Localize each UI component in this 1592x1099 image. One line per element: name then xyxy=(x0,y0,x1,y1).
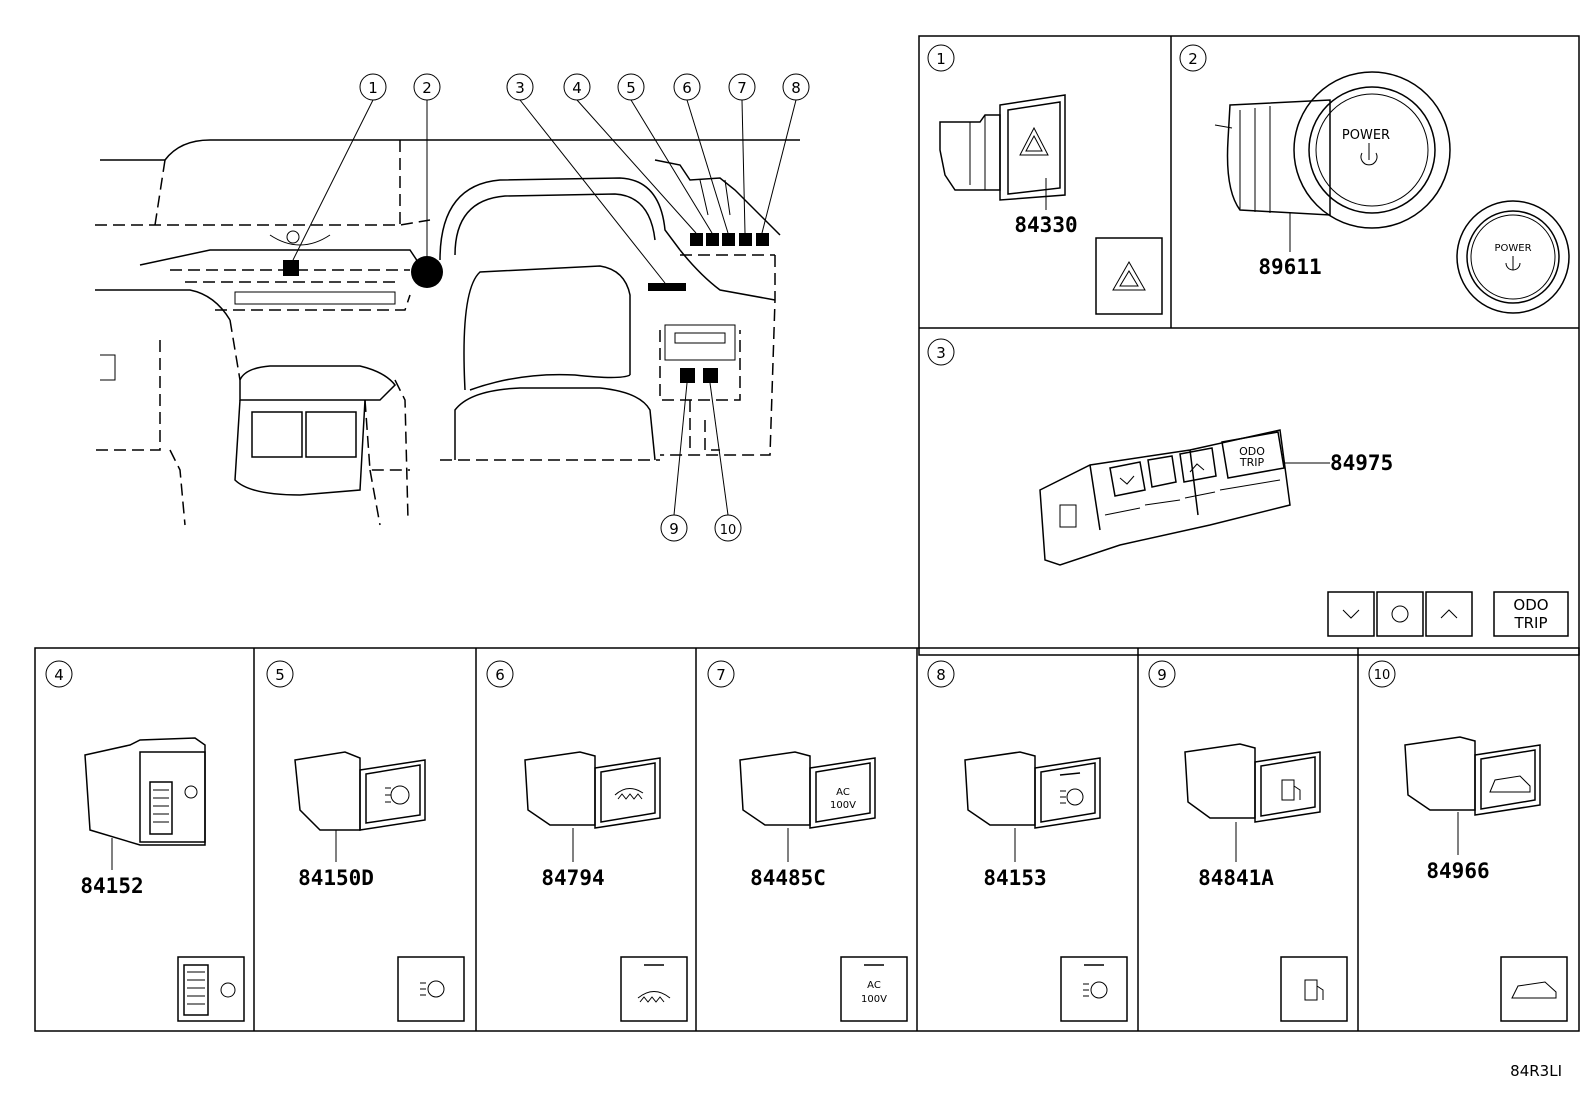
svg-text:84975: 84975 xyxy=(1330,451,1393,475)
svg-text:3: 3 xyxy=(515,79,525,97)
svg-text:ODO: ODO xyxy=(1239,445,1265,458)
overview-callout-5: 5 xyxy=(617,73,645,101)
panel-frames xyxy=(34,35,1580,1032)
svg-text:89611: 89611 xyxy=(1258,255,1321,279)
overview-callout-2: 2 xyxy=(413,73,441,101)
svg-text:4: 4 xyxy=(54,666,64,684)
svg-text:ODO: ODO xyxy=(1513,596,1548,614)
diagram-code: 84R3LI xyxy=(1510,1062,1562,1080)
overview-callout-9: 9 xyxy=(660,514,688,542)
svg-text:TRIP: TRIP xyxy=(1239,456,1265,469)
svg-text:6: 6 xyxy=(495,666,505,684)
panel-10-back-door-switch: 10 84966 xyxy=(1368,660,1568,1022)
overview-callout-1: 1 xyxy=(359,73,387,101)
svg-text:8: 8 xyxy=(936,666,946,684)
svg-text:AC: AC xyxy=(867,980,881,991)
svg-text:4: 4 xyxy=(572,79,582,97)
svg-text:TRIP: TRIP xyxy=(1513,614,1547,632)
svg-text:84794: 84794 xyxy=(541,866,604,890)
svg-text:9: 9 xyxy=(1157,666,1167,684)
panel-8-auto-beam-switch: 8 84153 xyxy=(927,660,1128,1022)
svg-text:84152: 84152 xyxy=(80,874,143,898)
panel-2-power-switch: 2 POWER 89611 POWER xyxy=(1179,44,1570,314)
svg-text:84841A: 84841A xyxy=(1198,866,1274,890)
svg-text:POWER: POWER xyxy=(1342,128,1390,143)
svg-text:1: 1 xyxy=(368,79,378,97)
svg-text:5: 5 xyxy=(275,666,285,684)
svg-text:2: 2 xyxy=(422,79,432,97)
svg-text:100V: 100V xyxy=(830,800,856,811)
panel-9-fuel-door-switch: 9 84841A xyxy=(1148,660,1348,1022)
overview-callout-6: 6 xyxy=(673,73,701,101)
panel-1-hazard-switch: 1 84330 xyxy=(927,44,1163,315)
panel-3-meter-switch: 3 ODO TRIP 84975 ODO TRIP xyxy=(927,338,1569,637)
panel-7-ac-100v-switch: 7 AC 100V 84485C AC 100V xyxy=(707,660,908,1022)
svg-text:84330: 84330 xyxy=(1014,213,1077,237)
overview-callout-8: 8 xyxy=(782,73,810,101)
panel-4-dimmer-switch: 4 84152 xyxy=(45,660,245,1022)
svg-text:6: 6 xyxy=(682,79,692,97)
panel-6-defogger-switch: 6 84794 xyxy=(486,660,688,1022)
svg-text:AC: AC xyxy=(836,787,850,798)
svg-text:84485C: 84485C xyxy=(750,866,826,890)
svg-text:1: 1 xyxy=(936,50,946,68)
svg-text:10: 10 xyxy=(720,523,737,538)
svg-text:5: 5 xyxy=(626,79,636,97)
overview-callout-3: 3 xyxy=(506,73,534,101)
overview-callout-7: 7 xyxy=(728,73,756,101)
svg-text:10: 10 xyxy=(1374,668,1391,683)
svg-text:7: 7 xyxy=(716,666,726,684)
svg-text:9: 9 xyxy=(669,520,679,538)
svg-text:84150D: 84150D xyxy=(298,866,374,890)
panel-5-fog-light-switch: 5 84150D xyxy=(266,660,465,1022)
svg-text:2: 2 xyxy=(1188,50,1198,68)
svg-text:POWER: POWER xyxy=(1494,243,1531,254)
svg-text:7: 7 xyxy=(737,79,747,97)
svg-text:3: 3 xyxy=(936,344,946,362)
svg-text:8: 8 xyxy=(791,79,801,97)
svg-text:100V: 100V xyxy=(861,994,887,1005)
svg-text:84153: 84153 xyxy=(983,866,1046,890)
overview-callout-10: 10 xyxy=(714,514,742,542)
dashboard-overview: 1 2 3 4 5 6 7 8 9 10 xyxy=(95,73,810,542)
overview-callout-4: 4 xyxy=(563,73,591,101)
svg-text:84966: 84966 xyxy=(1426,859,1489,883)
